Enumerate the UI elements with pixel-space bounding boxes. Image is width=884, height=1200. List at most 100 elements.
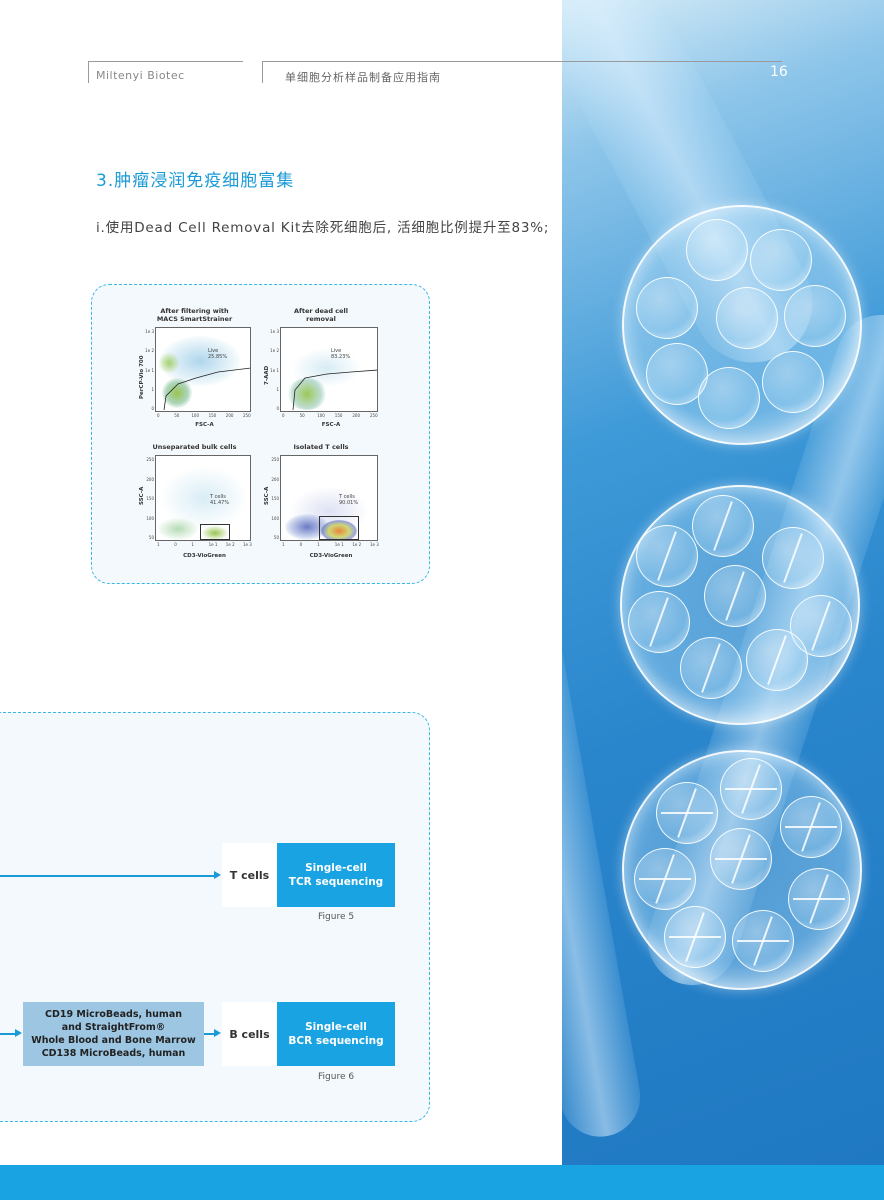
y-tick-label: 200 — [271, 476, 279, 482]
x-tick-label: 150 — [208, 413, 217, 418]
x-tick-label: 150 — [334, 413, 343, 418]
header-rule-left-tick — [88, 61, 89, 83]
y-tick-label: 50 — [148, 535, 154, 540]
figure-5-label: Figure 5 — [318, 912, 355, 922]
y-tick-label: 0 — [151, 406, 154, 411]
y-tick-label: 1 — [151, 386, 154, 392]
decorative-cell-image-panel — [562, 0, 884, 1165]
gate-label: T cells — [210, 494, 226, 500]
x-tick-label: 1 — [157, 542, 160, 547]
t-cell-gate — [319, 516, 359, 540]
y-tick-label: 100 — [146, 515, 154, 521]
plot-title-line2: removal — [306, 315, 336, 323]
gate-label: Live — [331, 348, 342, 354]
gate-value: 25.85% — [208, 354, 228, 360]
x-tick-label: 50 — [299, 413, 305, 418]
y-tick-label: 1e 3 — [270, 329, 279, 334]
x-tick-label: 100 — [191, 413, 200, 418]
brand-name: Miltenyi Biotec — [96, 69, 185, 82]
y-tick-label: 1 — [276, 386, 279, 392]
live-gate-curve — [292, 369, 377, 411]
plot-after-filtering: After filtering with MACS SmartStrainer … — [137, 307, 252, 432]
arrow-to-b-cells — [204, 1033, 214, 1035]
cell-sphere-top — [622, 205, 862, 445]
gate-value: 83.23% — [331, 354, 351, 360]
t-cells-label: T cells — [222, 843, 277, 907]
y-tick-label: 1e 2 — [145, 348, 154, 354]
x-tick-label: 0 — [174, 542, 177, 547]
x-tick-label: 1 — [282, 542, 285, 547]
x-tick-label: 1 — [317, 542, 320, 547]
plot-area: Live 25.85% — [155, 327, 251, 412]
bcr-sequencing-box: Single-cell BCR sequencing — [277, 1002, 395, 1066]
figure-6-label: Figure 6 — [318, 1072, 355, 1082]
plot-title-line2: MACS SmartStrainer — [156, 315, 233, 323]
bcr-seq-line1: Single-cell — [305, 1021, 367, 1033]
y-axis-label: PerCP-Vio 700 — [139, 355, 145, 399]
x-tick-label: 1e 2 — [225, 542, 235, 547]
b-cells-label: B cells — [222, 1002, 277, 1066]
x-tick-label: 50 — [174, 413, 180, 418]
x-tick-label: 0 — [299, 542, 303, 547]
x-tick-label: 200 — [225, 413, 234, 418]
plot-isolated-t-cells: Isolated T cells T cells 90.01% CD3-VioG… — [262, 441, 380, 566]
x-tick-label: 1e 1 — [334, 542, 344, 547]
y-tick-label: 150 — [146, 496, 154, 501]
header-rule-left — [88, 61, 243, 62]
gate-value: 41.47% — [210, 500, 230, 506]
plot-title-line1: After filtering with — [160, 307, 229, 315]
header-rule-right — [262, 61, 782, 62]
y-tick-label: 50 — [273, 535, 279, 540]
x-tick-label: 200 — [352, 413, 361, 418]
flow-cytometry-figure: After filtering with MACS SmartStrainer … — [91, 284, 430, 584]
document-title: 单细胞分析样品制备应用指南 — [285, 71, 441, 84]
x-tick-label: 100 — [317, 413, 325, 418]
x-axis-label: FSC-A — [321, 422, 341, 428]
y-tick-label: 250 — [271, 457, 279, 462]
y-tick-label: 1e 1 — [270, 367, 279, 373]
x-tick-label: 250 — [243, 413, 251, 418]
plot-area: T cells 90.01% — [280, 455, 378, 541]
header-rule-right-tick — [262, 61, 263, 83]
bead-line3: Whole Blood and Bone Marrow — [31, 1035, 196, 1046]
plot-unseparated-bulk-cells: Unseparated bulk cells T cells 41.47% CD… — [137, 441, 252, 566]
x-tick-label: 0 — [157, 413, 160, 418]
x-tick-label: 1e 1 — [208, 542, 218, 547]
plot-title: Isolated T cells — [293, 443, 349, 451]
x-tick-label: 1e 2 — [352, 542, 362, 547]
tcr-seq-line1: Single-cell — [305, 862, 367, 874]
cell-sphere-bottom — [622, 750, 862, 990]
arrow-to-t-cells — [0, 875, 214, 877]
bead-line1: CD19 MicroBeads, human — [44, 1009, 182, 1020]
x-tick-label: 0 — [282, 413, 285, 418]
arrow-to-beads — [0, 1033, 16, 1035]
tcr-sequencing-box: Single-cell TCR sequencing — [277, 843, 395, 907]
microbeads-box: CD19 MicroBeads, human and StraightFrom®… — [23, 1002, 204, 1066]
x-axis-label: FSC-A — [195, 422, 214, 428]
plot-area: Live 83.23% — [280, 327, 378, 412]
arrow-head-icon — [15, 1029, 22, 1037]
y-tick-label: 1e 1 — [145, 367, 154, 373]
footer-bar — [0, 1165, 884, 1200]
x-tick-label: 1e 3 — [370, 542, 379, 547]
gate-label: T cells — [339, 494, 355, 500]
plot-title-line1: After dead cell — [294, 307, 348, 315]
x-tick-label: 250 — [370, 413, 378, 418]
section-heading: 3.肿瘤浸润免疫细胞富集 — [96, 171, 295, 191]
arrow-head-icon — [214, 871, 221, 879]
y-tick-label: 0 — [276, 406, 279, 411]
y-tick-label: 1e 3 — [145, 329, 154, 334]
t-cell-gate — [200, 524, 230, 540]
cell-sphere-middle — [620, 485, 860, 725]
gate-label: Live — [208, 348, 219, 354]
x-tick-label: 1e 3 — [243, 542, 252, 547]
live-gate-curve — [163, 367, 250, 411]
x-axis-label: CD3-VioGreen — [309, 553, 353, 559]
plot-area: T cells 41.47% — [155, 455, 251, 541]
y-tick-label: 100 — [271, 515, 279, 521]
tcr-seq-line2: TCR sequencing — [288, 876, 384, 888]
page-number: 16 — [770, 64, 788, 80]
plot-after-dead-cell-removal: After dead cell removal Live 83.23% FSC-… — [262, 307, 380, 432]
arrow-head-icon — [214, 1029, 221, 1037]
gate-value: 90.01% — [339, 500, 359, 506]
